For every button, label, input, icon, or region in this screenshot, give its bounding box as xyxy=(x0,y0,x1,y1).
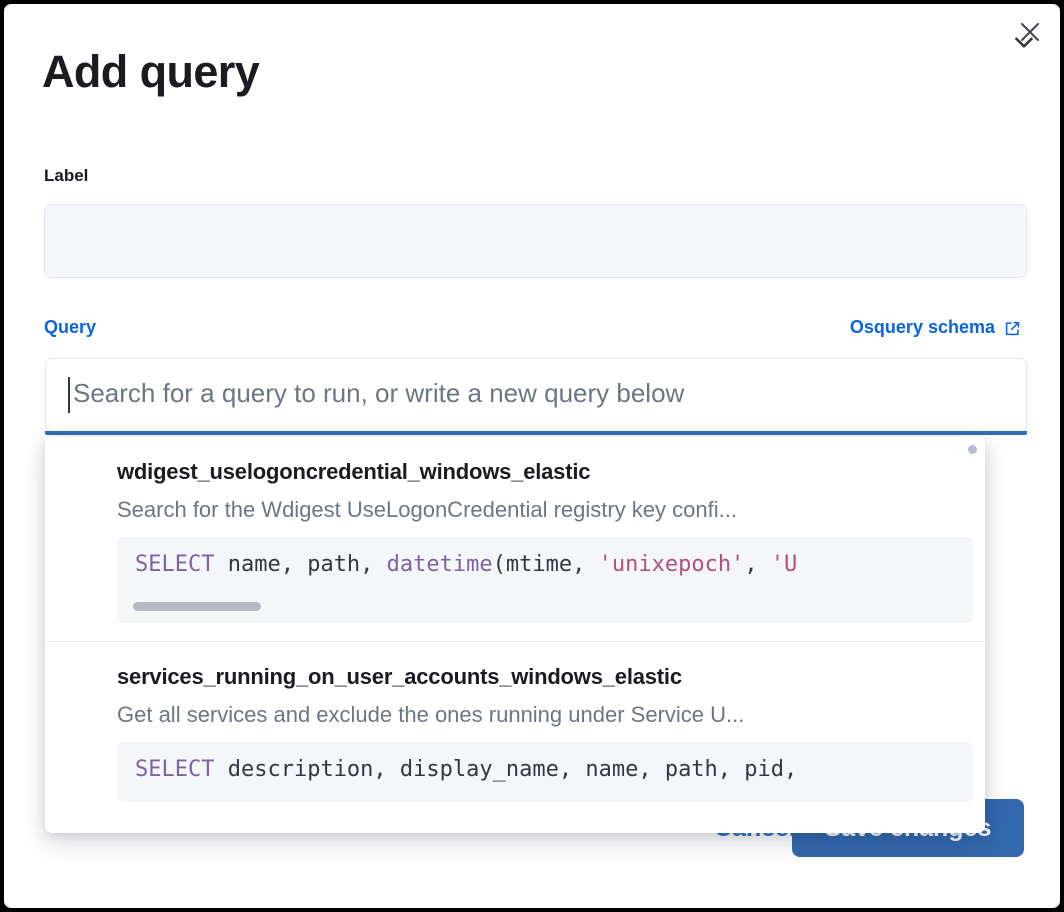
list-item-description: Search for the Wdigest UseLogonCredentia… xyxy=(117,497,737,522)
external-link-icon xyxy=(1003,318,1022,338)
list-item-title: services_running_on_user_accounts_window… xyxy=(117,664,682,689)
text-caret xyxy=(68,377,70,413)
list-item-title: wdigest_uselogoncredential_windows_elast… xyxy=(117,459,591,484)
page-title: Add query xyxy=(42,46,260,97)
list-item-code-block: SELECT description, display_name, name, … xyxy=(117,742,973,802)
list-item-code-block: SELECT name, path, datetime(mtime, 'unix… xyxy=(117,537,973,623)
sql-code: SELECT name, path, datetime(mtime, 'unix… xyxy=(135,552,798,577)
query-field-label: Query xyxy=(44,317,97,337)
label-input[interactable] xyxy=(44,204,1027,278)
dropdown-scrollbar[interactable] xyxy=(968,445,977,454)
sql-code: SELECT description, display_name, name, … xyxy=(135,757,798,782)
code-horizontal-scrollbar[interactable] xyxy=(133,602,261,611)
osquery-schema-link[interactable]: Osquery schema xyxy=(850,317,1022,338)
close-button[interactable] xyxy=(1012,14,1048,50)
add-query-modal: Add query Label Query Osquery schema Sea… xyxy=(4,4,1060,908)
input-focus-underline xyxy=(45,431,1027,435)
osquery-schema-link-label: Osquery schema xyxy=(849,317,995,337)
list-item[interactable]: wdigest_uselogoncredential_windows_elast… xyxy=(45,437,985,641)
list-item[interactable]: services_running_on_user_accounts_window… xyxy=(45,641,985,820)
close-icon xyxy=(1019,21,1041,43)
list-item-description: Get all services and exclude the ones ru… xyxy=(117,702,745,727)
label-field-label: Label xyxy=(44,166,89,185)
query-suggestions-dropdown: wdigest_uselogoncredential_windows_elast… xyxy=(45,437,985,833)
chevron-down-icon[interactable] xyxy=(1010,28,1038,56)
query-search-combobox[interactable] xyxy=(45,358,1027,432)
